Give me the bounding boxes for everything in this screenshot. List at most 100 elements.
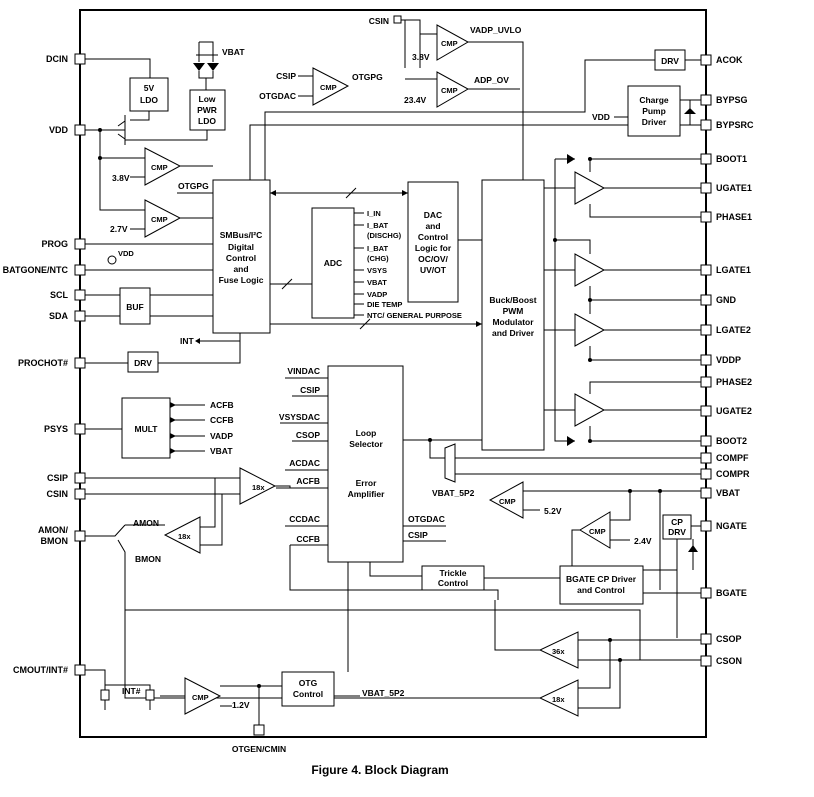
wire-lowpwr-out xyxy=(125,130,208,141)
pin-prochot-label: PROCHOT# xyxy=(18,358,68,368)
driver-ugate2 xyxy=(574,393,606,427)
pin-ugate2[interactable] xyxy=(700,405,712,417)
pin-vdd[interactable] xyxy=(74,124,86,136)
pin-bypsrc[interactable] xyxy=(700,119,712,131)
pin-psys-label: PSYS xyxy=(44,424,68,434)
pin-boot2[interactable] xyxy=(700,435,712,447)
pin-bypsg[interactable] xyxy=(700,94,712,106)
block-buck-line1: Buck/Boost xyxy=(489,295,536,305)
pin-csin-top[interactable] xyxy=(393,15,402,24)
pin-compr[interactable] xyxy=(700,468,712,480)
block-lowpwr-line1: Low xyxy=(199,94,216,104)
pin-prochot[interactable] xyxy=(74,357,86,369)
label-vdd-batgone: VDD xyxy=(118,249,134,258)
pin-phase1-label: PHASE1 xyxy=(716,212,752,222)
loop-in-vindac: VINDAC xyxy=(287,366,320,376)
pin-ngate[interactable] xyxy=(700,520,712,532)
pin-csop-label: CSOP xyxy=(716,634,742,644)
pin-vbat[interactable] xyxy=(700,487,712,499)
pin-scl[interactable] xyxy=(74,289,86,301)
junction-vdd xyxy=(98,128,102,132)
wire-prog-batgone xyxy=(85,243,213,271)
label-adp-ov: ADP_OV xyxy=(474,75,509,85)
pin-otgen[interactable] xyxy=(253,724,265,736)
diode-ngate-icon xyxy=(688,545,698,552)
adc-in-ibat-chg: I_BAT xyxy=(367,244,389,253)
pin-batgone[interactable] xyxy=(74,264,86,276)
label-234v: 23.4V xyxy=(404,95,427,105)
cmp-vdd-27-label: CMP xyxy=(151,215,168,224)
block-drv-acok-label: DRV xyxy=(661,56,679,66)
adc-in-vsys: VSYS xyxy=(367,266,387,275)
wire-vdd-cp xyxy=(249,124,628,180)
junction-gnd xyxy=(588,298,592,302)
block-loop-selector xyxy=(327,365,404,563)
figure-caption: Figure 4. Block Diagram xyxy=(311,763,448,777)
arrow-buck-icon xyxy=(476,321,482,327)
label-27v: 2.7V xyxy=(110,224,128,234)
block-buck-line4: and Driver xyxy=(492,328,535,338)
mult-in-vbat: VBAT xyxy=(210,446,233,456)
pin-csin[interactable] xyxy=(74,488,86,500)
label-otgpg-out: OTGPG xyxy=(352,72,383,82)
pin-cson[interactable] xyxy=(700,655,712,667)
pin-sda[interactable] xyxy=(74,310,86,322)
block-adc xyxy=(311,207,355,319)
pin-phase2[interactable] xyxy=(700,376,712,388)
pin-compf[interactable] xyxy=(700,452,712,464)
wire-otg-out xyxy=(334,562,360,697)
pin-gnd[interactable] xyxy=(700,294,712,306)
driver-ugate1 xyxy=(574,171,606,205)
pin-psys[interactable] xyxy=(74,423,86,435)
junction-boot1 xyxy=(588,157,592,161)
pin-vddp[interactable] xyxy=(700,354,712,366)
block-error-line1: Error xyxy=(356,478,377,488)
block-otg-line2: Control xyxy=(293,689,323,699)
wire-trickle xyxy=(369,562,560,579)
block-low-pwr-ldo xyxy=(189,89,226,131)
block-dac-line6: UV/OT xyxy=(420,265,447,275)
pin-boot1[interactable] xyxy=(700,153,712,165)
pin-compr-label: COMPR xyxy=(716,469,750,479)
wire-drv-in xyxy=(544,187,575,411)
pin-acok-label: ACOK xyxy=(716,55,743,65)
wire-ccfb-loop xyxy=(289,545,499,600)
block-cp-line1: Charge xyxy=(639,95,669,105)
pin-ugate1[interactable] xyxy=(700,182,712,194)
pin-dcin[interactable] xyxy=(74,53,86,65)
pin-cmout[interactable] xyxy=(74,664,86,676)
pin-phase1[interactable] xyxy=(700,211,712,223)
amp-18x-cson xyxy=(538,679,579,717)
label-int-hash: INT# xyxy=(122,686,141,696)
pin-csip[interactable] xyxy=(74,472,86,484)
pin-prog[interactable] xyxy=(74,238,86,250)
block-lowpwr-line2: PWR xyxy=(197,105,217,115)
arrow-dac-right-icon xyxy=(402,190,408,196)
pin-ugate1-label: UGATE1 xyxy=(716,183,752,193)
pin-lgate2[interactable] xyxy=(700,324,712,336)
pin-lgate1[interactable] xyxy=(700,264,712,276)
label-12v: 1.2V xyxy=(232,700,250,710)
pin-dcin-label: DCIN xyxy=(46,54,68,64)
block-dac-line1: DAC xyxy=(424,210,442,220)
block-loop-line2: Selector xyxy=(349,439,383,449)
block-trickle-line2: Control xyxy=(438,578,468,588)
block-lowpwr-line3: LDO xyxy=(198,116,216,126)
pin-acok[interactable] xyxy=(700,54,712,66)
arrow-int-icon xyxy=(195,338,200,344)
adc-in-dischg: (DISCHG) xyxy=(367,231,402,240)
block-charge-pump xyxy=(627,85,681,137)
pin-csop[interactable] xyxy=(700,633,712,645)
pin-sda-label: SDA xyxy=(49,311,69,321)
block-smbus-line2: Digital xyxy=(228,242,254,252)
adc-in-ibat-dischg: I_BAT xyxy=(367,221,389,230)
cmp-otgen-label: CMP xyxy=(192,693,209,702)
pin-amon[interactable] xyxy=(74,530,86,542)
wire-drv-out xyxy=(604,187,701,411)
wire-amp-out xyxy=(124,600,540,699)
wire-cpdrv xyxy=(676,525,701,638)
block-otg-control xyxy=(281,671,335,707)
pin-bgate[interactable] xyxy=(700,587,712,599)
